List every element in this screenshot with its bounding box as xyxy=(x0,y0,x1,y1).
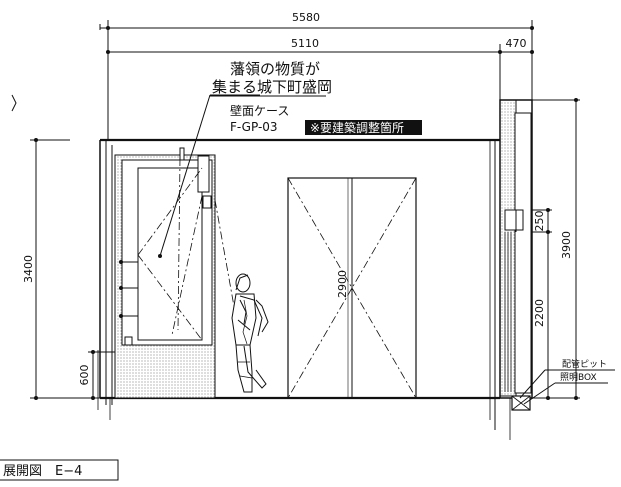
annotation-case-code: F-GP-03 xyxy=(230,120,278,134)
edge-mark xyxy=(11,94,17,112)
dimension-lines-top xyxy=(99,20,533,140)
annotation-line1: 藩領の物質が xyxy=(230,60,320,78)
dim-upper-right: 250 xyxy=(533,211,546,232)
person-figure xyxy=(231,273,269,393)
annotation-line2: 集まる城下町盛岡 xyxy=(212,78,332,96)
dim-door: 2900 xyxy=(336,270,349,298)
leader-lines xyxy=(159,94,615,405)
dim-height-right: 3900 xyxy=(560,231,573,259)
dim-base-left: 600 xyxy=(78,365,91,386)
annotation: 藩領の物質が 集まる城下町盛岡 壁面ケース F-GP-03 ※要建築調整箇所 xyxy=(210,60,422,135)
dim-side: 470 xyxy=(506,37,527,50)
wall-case xyxy=(114,147,241,399)
dim-height-left: 3400 xyxy=(22,255,35,283)
door xyxy=(287,177,417,399)
note-pit: 配管ピット xyxy=(562,358,607,370)
annotation-highlight: ※要建築調整箇所 xyxy=(310,120,404,135)
dimension-lines-left xyxy=(30,139,115,399)
annotation-case-label: 壁面ケース xyxy=(230,103,289,118)
note-lightbox: 照明BOX xyxy=(560,372,597,383)
dim-overall: 5580 xyxy=(292,11,320,24)
highlight-box xyxy=(305,120,422,135)
dim-main: 5110 xyxy=(291,37,319,50)
dim-lower-right: 2200 xyxy=(533,299,546,327)
right-column xyxy=(489,99,533,440)
drawing-title: 展開図 E−4 xyxy=(0,459,119,481)
drawing-title-text: 展開図 E−4 xyxy=(3,464,82,479)
